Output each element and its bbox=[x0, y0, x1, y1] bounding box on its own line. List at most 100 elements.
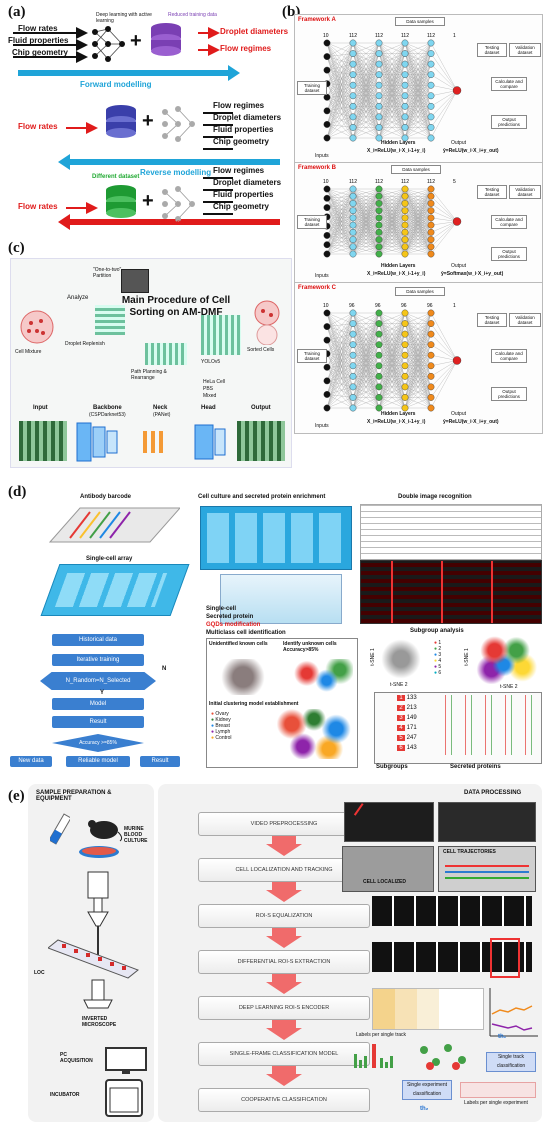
nn-node bbox=[323, 336, 331, 344]
yolo-label: YOLOv5 bbox=[201, 359, 221, 365]
nn-edge bbox=[352, 188, 380, 255]
nn-edge bbox=[404, 312, 432, 398]
nn-node bbox=[375, 228, 383, 236]
nn-edge bbox=[326, 207, 354, 255]
nn-edge bbox=[326, 106, 354, 112]
identify-scatter bbox=[287, 659, 353, 695]
legend-list: ● Ovary ● Kidney ● Breast ● Lymph ● Cont… bbox=[211, 711, 232, 741]
legend-control: ● Control bbox=[211, 735, 232, 741]
nn-output-node bbox=[452, 356, 462, 365]
nn-edge bbox=[326, 344, 354, 409]
nn-edge bbox=[404, 365, 432, 409]
double-image-label: Double image recognition bbox=[398, 494, 472, 500]
nn-edge bbox=[378, 239, 406, 255]
nn-edge bbox=[326, 326, 354, 387]
nn-edge bbox=[326, 244, 354, 255]
nn-edge bbox=[378, 188, 406, 211]
nn-edge bbox=[352, 42, 380, 86]
nn-node bbox=[349, 221, 357, 229]
nn-edge bbox=[404, 106, 432, 139]
framework-c-data-samples: Data samples bbox=[395, 287, 445, 296]
output-image bbox=[237, 421, 285, 461]
plus-sign-2: + bbox=[142, 110, 154, 132]
nn-edge bbox=[352, 188, 380, 247]
subgroup-legend-3: ● 3 bbox=[434, 652, 442, 658]
step-rois-equalization: ROI-S EQUALIZATION bbox=[198, 904, 370, 928]
legend-pbs: PBS bbox=[203, 386, 214, 392]
step-differential-rois: DIFFERENTIAL ROI-S EXTRACTION bbox=[198, 950, 370, 974]
nn-edge bbox=[326, 56, 354, 96]
nn-edge bbox=[404, 188, 432, 226]
nn-edge bbox=[326, 42, 354, 54]
tsne2-label-left: t-SNE 2 bbox=[390, 682, 408, 688]
plus-sign-3: + bbox=[142, 190, 154, 212]
nn-edge bbox=[404, 312, 432, 366]
nn-edge bbox=[326, 312, 354, 409]
nn-edge bbox=[326, 83, 354, 128]
track-dots bbox=[420, 1044, 466, 1070]
roi-highlight bbox=[490, 938, 520, 978]
nn-edge bbox=[326, 116, 354, 125]
step-single-frame: SINGLE-FRAME CLASSIFICATION MODEL bbox=[198, 1042, 370, 1066]
row2-input-3: Fluid properties bbox=[213, 125, 274, 134]
nn-edge bbox=[326, 376, 354, 382]
panel-c-title: Main Procedure of Cell Sorting on AM-DMF bbox=[121, 295, 231, 318]
nn-edge bbox=[326, 198, 354, 247]
nn-edge bbox=[430, 210, 458, 222]
nn-edge bbox=[352, 203, 380, 255]
nn-edge bbox=[326, 355, 354, 395]
nn-edge bbox=[404, 239, 432, 255]
database-icon-1 bbox=[151, 23, 181, 56]
labels-per-track: Labels per single track bbox=[356, 1032, 407, 1038]
nn-edge bbox=[326, 97, 354, 128]
culture-zoom bbox=[220, 574, 342, 624]
nn-node bbox=[323, 93, 331, 101]
nn-node bbox=[349, 81, 357, 89]
nn-edge bbox=[352, 74, 380, 139]
nn-edge bbox=[326, 116, 354, 139]
nn-edge bbox=[430, 334, 458, 361]
legend-breast: ● Breast bbox=[211, 723, 230, 729]
nn-node bbox=[349, 341, 357, 349]
nn-edge bbox=[326, 188, 354, 217]
nn-edge bbox=[326, 365, 354, 395]
nn-layer-size: 1 bbox=[453, 303, 456, 309]
nn-node bbox=[427, 134, 435, 142]
nn-node bbox=[349, 185, 357, 193]
nn-node bbox=[427, 50, 435, 57]
nn-edge bbox=[430, 203, 458, 222]
nn-edge bbox=[378, 188, 406, 233]
nn-edge bbox=[326, 312, 354, 398]
nn-edge bbox=[326, 216, 354, 247]
nn-node bbox=[375, 214, 383, 222]
nn-edge bbox=[378, 312, 406, 366]
nn-edge bbox=[326, 64, 354, 125]
nn-node bbox=[401, 214, 409, 222]
nn-edge bbox=[326, 312, 354, 356]
nn-edge bbox=[326, 334, 354, 395]
nn-edge bbox=[352, 188, 380, 240]
row1-output-1: Droplet diameters bbox=[220, 27, 289, 36]
framework-a-testing: Testing dataset bbox=[477, 43, 507, 57]
validation-label: Validation bbox=[148, 218, 186, 227]
flow-new-data: New data bbox=[10, 756, 52, 767]
nn-layer-size: 112 bbox=[349, 33, 357, 39]
nn-edge bbox=[326, 355, 354, 368]
tsne1-label-left: t-SNE 1 bbox=[369, 648, 376, 666]
nn-edge bbox=[404, 312, 432, 356]
nn-node bbox=[349, 236, 357, 243]
nn-edge bbox=[404, 217, 432, 255]
nn-node bbox=[401, 113, 409, 121]
panel-d: Antibody barcode Single-cell array Cell … bbox=[10, 494, 542, 770]
framework-b-title: Framework B bbox=[298, 165, 337, 171]
nn-edge bbox=[326, 198, 354, 255]
secreted-proteins-label: Secreted proteins bbox=[450, 764, 501, 770]
nn-node bbox=[401, 372, 409, 380]
nn-edge bbox=[326, 386, 354, 395]
row1-input-2: Fluid properties bbox=[8, 36, 69, 45]
nn-edge bbox=[352, 42, 380, 139]
cell-localized-image: CELL LOCALIZED bbox=[342, 846, 434, 892]
nn-node bbox=[375, 236, 383, 243]
nn-edge bbox=[378, 210, 406, 255]
nn-edge bbox=[326, 365, 354, 368]
